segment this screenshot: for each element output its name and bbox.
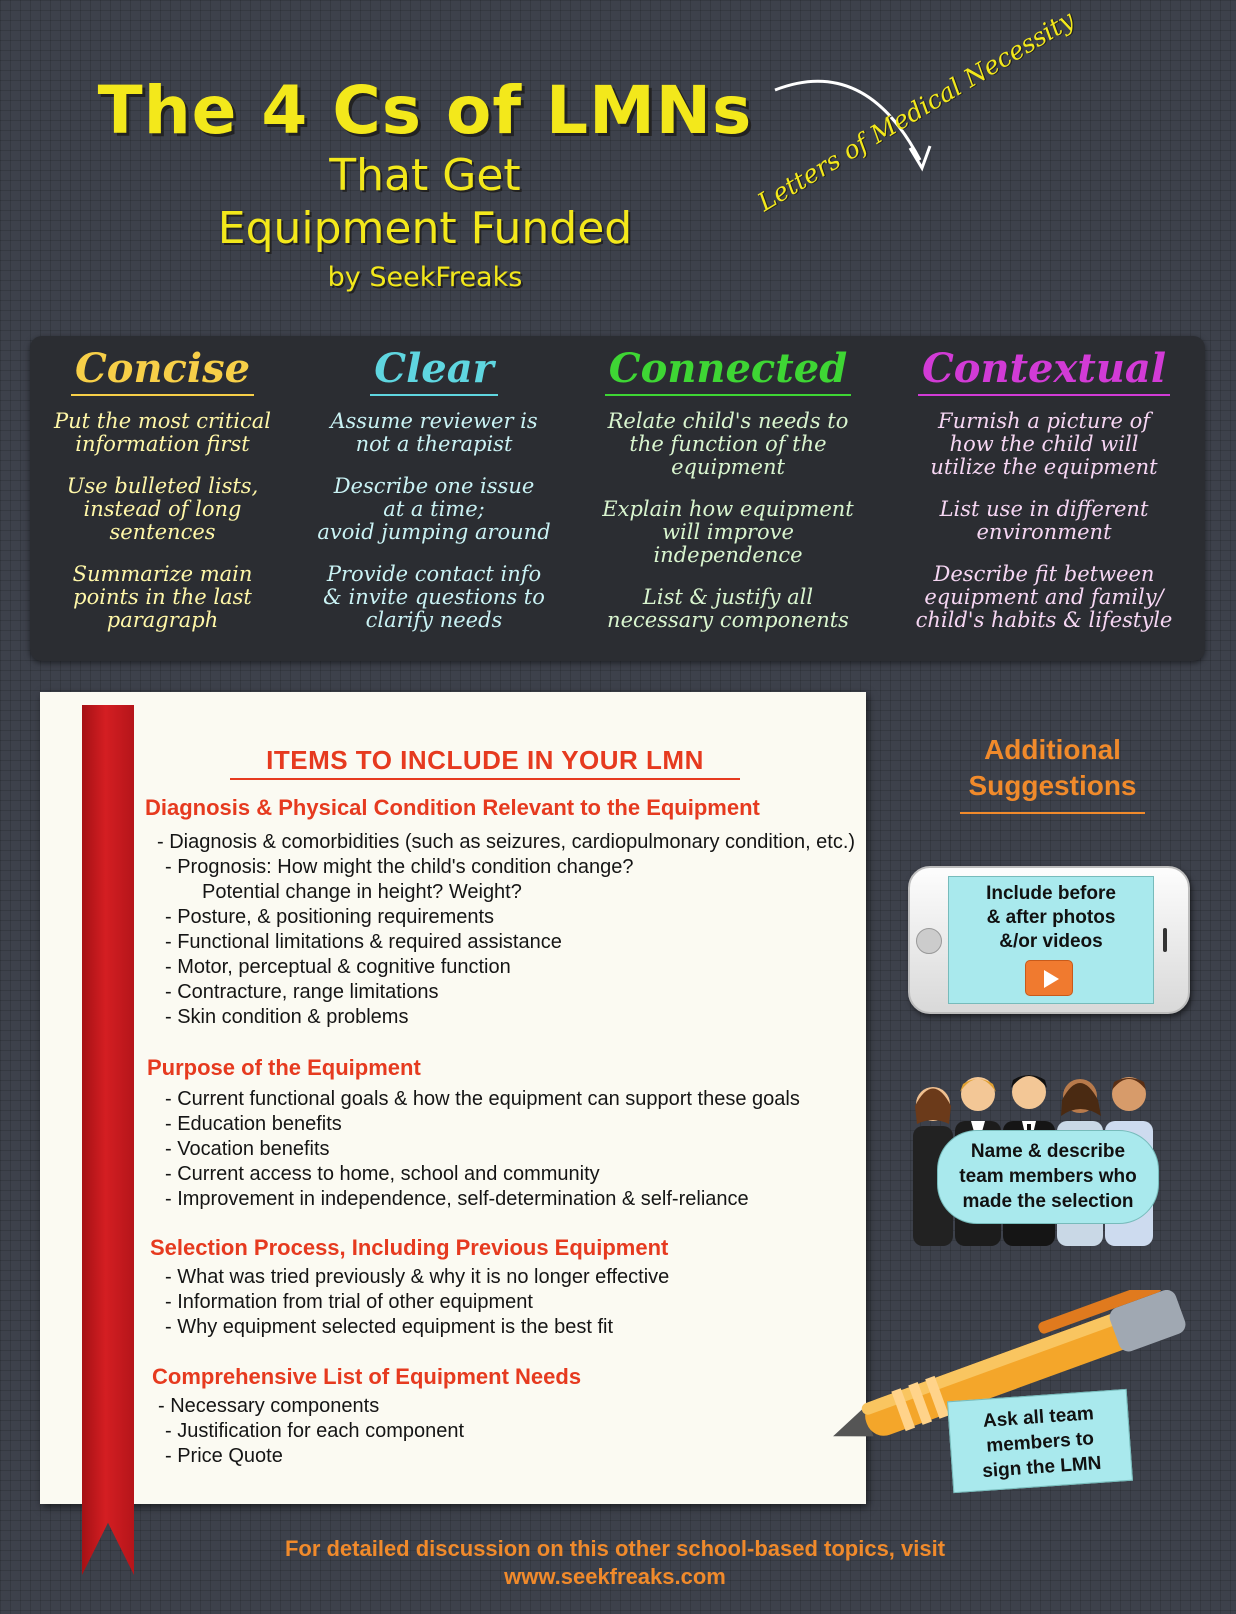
- section-heading-equipment-needs: Comprehensive List of Equipment Needs: [152, 1364, 582, 1389]
- list-item: - Current access to home, school and com…: [165, 1163, 600, 1185]
- team-caption-bubble: Name & describe team members who made th…: [937, 1130, 1159, 1224]
- list-item: - Information from trial of other equipm…: [165, 1291, 533, 1313]
- clear-item-3: Provide contact info & invite questions …: [323, 562, 545, 632]
- column-clear: Clear Assume reviewer is not a therapist…: [295, 336, 573, 632]
- sign-caption-card: Ask all team members to sign the LMN: [947, 1388, 1133, 1494]
- section-heading-diagnosis: Diagnosis & Physical Condition Relevant …: [145, 795, 760, 820]
- footer-link[interactable]: www.seekfreaks.com: [504, 1564, 726, 1589]
- bookmark-ribbon: [82, 705, 134, 1575]
- footer: For detailed discussion on this other sc…: [200, 1535, 1030, 1591]
- list-item: - Education benefits: [165, 1113, 342, 1135]
- list-item: - Skin condition & problems: [165, 1006, 409, 1028]
- connected-item-1: Relate child's needs to the function of …: [607, 409, 849, 479]
- list-item: - Functional limitations & required assi…: [165, 931, 562, 953]
- play-icon: [1025, 960, 1073, 996]
- footer-text: For detailed discussion on this other sc…: [284, 1536, 946, 1561]
- list-item: - Why equipment selected equipment is th…: [165, 1316, 614, 1338]
- list-item: - Vocation benefits: [165, 1138, 330, 1160]
- list-item: - Current functional goals & how the equ…: [165, 1088, 800, 1110]
- column-contextual: Contextual Furnish a picture of how the …: [883, 336, 1205, 632]
- heading-concise: Concise: [70, 336, 255, 396]
- list-item: - Prognosis: How might the child's condi…: [165, 856, 634, 878]
- contextual-item-1: Furnish a picture of how the child will …: [930, 409, 1158, 479]
- heading-connected: Connected: [604, 336, 852, 396]
- list-item: - Necessary components: [158, 1395, 380, 1417]
- column-connected: Connected Relate child's needs to the fu…: [573, 336, 883, 632]
- list-item: - What was tried previously & why it is …: [165, 1266, 670, 1288]
- list-item: - Posture, & positioning requirements: [165, 906, 495, 928]
- concise-item-2: Use bulleted lists, instead of long sent…: [66, 474, 259, 544]
- heading-contextual: Contextual: [917, 336, 1171, 396]
- list-item: Potential change in height? Weight?: [202, 881, 522, 903]
- clear-item-2: Describe one issue at a time; avoid jump…: [317, 474, 551, 544]
- four-cs-panel: Concise Put the most critical informatio…: [30, 336, 1205, 661]
- list-item: - Motor, perceptual & cognitive function: [165, 956, 511, 978]
- list-item: - Justification for each component: [165, 1420, 465, 1442]
- list-item: - Price Quote: [165, 1445, 283, 1467]
- page-title: The 4 Cs of LMNs: [97, 72, 753, 149]
- connected-item-2: Explain how equipment will improve indep…: [602, 497, 854, 567]
- column-concise: Concise Put the most critical informatio…: [30, 336, 295, 632]
- heading-clear: Clear: [370, 336, 498, 396]
- concise-item-3: Summarize main points in the last paragr…: [72, 562, 253, 632]
- contextual-item-3: Describe fit between equipment and famil…: [915, 562, 1173, 632]
- contextual-item-2: List use in different environment: [939, 497, 1149, 544]
- section-heading-selection: Selection Process, Including Previous Eq…: [150, 1235, 669, 1260]
- byline: by SeekFreaks: [327, 262, 523, 293]
- list-item: - Diagnosis & comorbidities (such as sei…: [157, 831, 856, 853]
- connected-item-3: List & justify all necessary components: [607, 585, 849, 632]
- pen-icon: [833, 1290, 1186, 1437]
- notepad-card: [40, 692, 866, 1504]
- section-heading-purpose: Purpose of the Equipment: [147, 1055, 421, 1080]
- clear-item-1: Assume reviewer is not a therapist: [330, 409, 538, 456]
- list-item: - Improvement in independence, self-dete…: [165, 1188, 749, 1210]
- phone-home-button: [916, 928, 942, 954]
- phone-caption: Include before & after photos &/or video…: [986, 883, 1116, 952]
- items-title: ITEMS TO INCLUDE IN YOUR LMN: [230, 745, 740, 780]
- concise-item-1: Put the most critical information first: [54, 409, 271, 456]
- curved-arrow-icon: [774, 79, 932, 172]
- subtitle-line-2: Equipment Funded: [217, 203, 633, 254]
- phone-speaker: [1163, 928, 1167, 952]
- list-item: - Contracture, range limitations: [165, 981, 439, 1003]
- subtitle-line-1: That Get: [329, 150, 521, 201]
- additional-suggestions-heading: Additional Suggestions: [960, 732, 1145, 814]
